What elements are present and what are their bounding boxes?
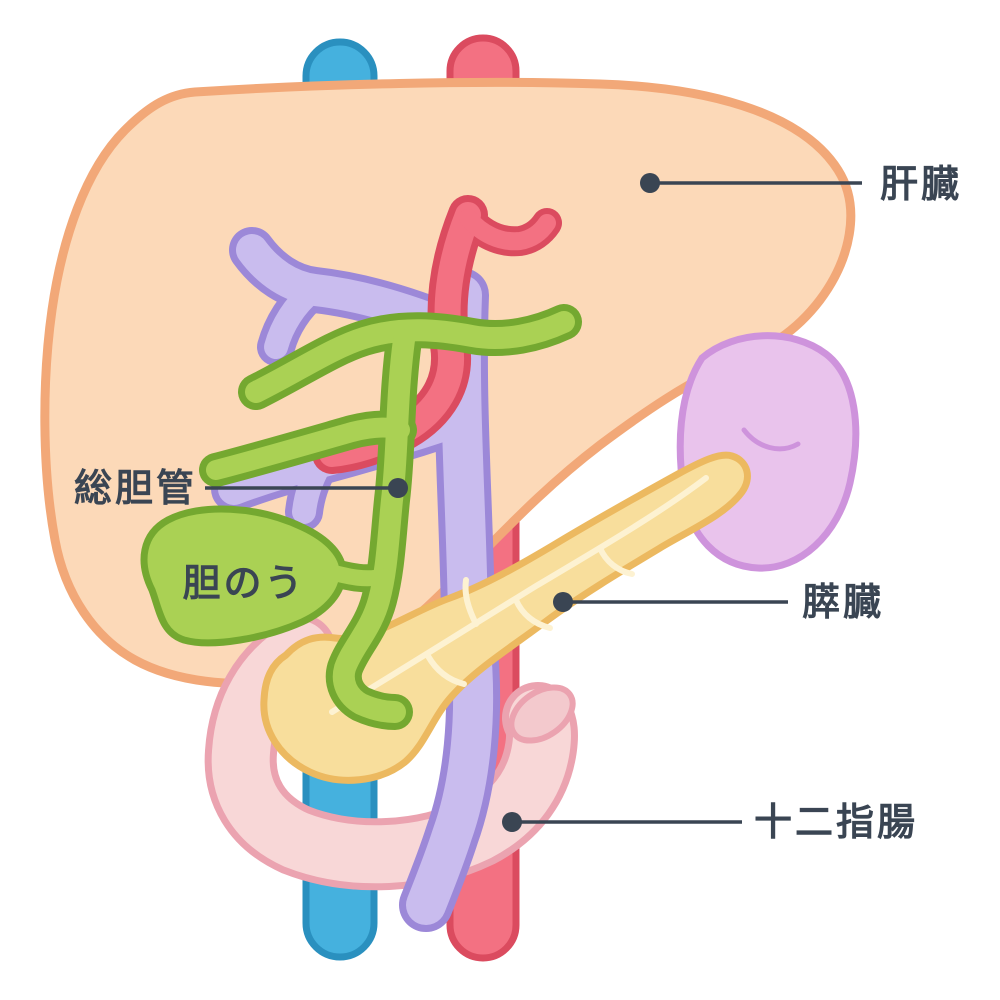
cystic-duct	[330, 572, 384, 578]
gallbladder-label: 胆のう	[182, 561, 305, 605]
duodenum-opening	[508, 684, 576, 744]
duodenum	[241, 650, 583, 854]
pancreatic-duct-branch	[513, 597, 553, 631]
spleen	[676, 332, 860, 572]
spleen-shape	[676, 332, 860, 572]
duodenum-label: 十二指腸	[754, 800, 918, 844]
bile-duct-system	[140, 322, 564, 712]
liver-leader-dot	[640, 173, 660, 193]
pancreatic-duct-branch	[597, 545, 635, 577]
pancreatic-duct-branch	[425, 653, 467, 687]
pancreas-leader-dot	[553, 592, 573, 612]
pancreas-label: 膵臓	[802, 580, 884, 624]
duodenum-leader-dot	[502, 812, 522, 832]
pancreatic-duct-line	[329, 475, 709, 715]
common-bile-duct-label: 総胆管	[74, 466, 197, 510]
common-bile-duct-leader-dot	[388, 478, 408, 498]
pancreatic-duct-branch	[462, 577, 479, 627]
annotations: 肝臓 総胆管 胆のう 膵臓 十二指腸	[74, 162, 962, 844]
liver-label: 肝臓	[880, 162, 962, 206]
spleen-detail-line	[741, 427, 801, 452]
